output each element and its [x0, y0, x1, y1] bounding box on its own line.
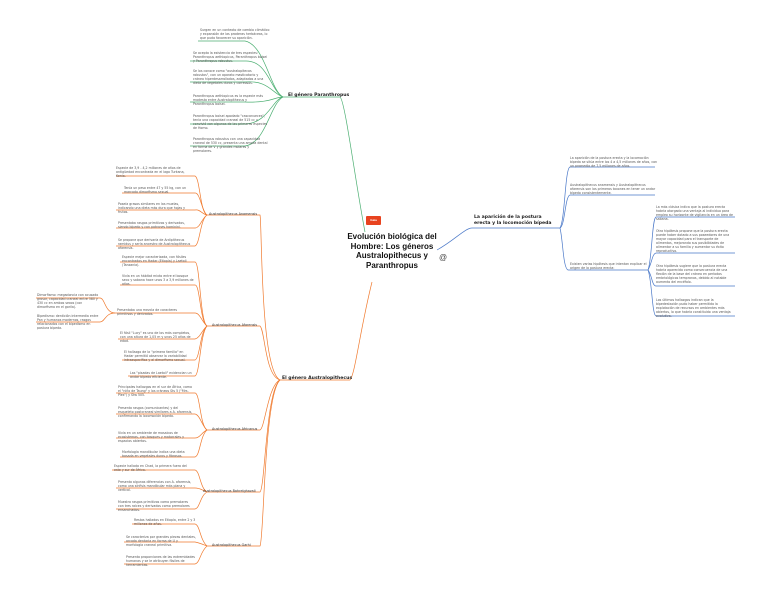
- afarensis-note-4: El fósil "Lucy" es uno de los más comple…: [120, 331, 191, 343]
- branch-australopithecus[interactable]: El género Australopithecus: [282, 376, 353, 381]
- hypothesis-note-3: Otra hipótesis sugiere que la postura er…: [656, 264, 728, 284]
- paranthropus-note-4: Paranthropus aethiopicus es la especie m…: [193, 94, 263, 106]
- bipedalism-note-2: Australopithecus anamensis y Australopit…: [570, 183, 656, 195]
- africanus-note-4: Morfología mandibular indica una dieta b…: [122, 450, 185, 458]
- bahrelghazali-note-2: Presenta algunas diferencias con A. afar…: [118, 480, 192, 492]
- afarensis-note-2: Vivía en un hábitat mixto entre el bosqu…: [122, 274, 194, 286]
- garhi-note-1: Restos hallados en Etiopía, entre 2 y 3 …: [134, 518, 196, 526]
- paranthropus-note-1: Surgen en un contexto de cambio climátic…: [200, 28, 270, 40]
- bahrelghazali-note-1: Especie hallada en Chad, la primera fuer…: [114, 464, 187, 472]
- center-logo-label: Gaia: [370, 218, 377, 222]
- bipedalism-note-1: La aparición de la postura erecta y la l…: [570, 156, 658, 168]
- garhi-note-2: Se caracteriza por grandes piezas dental…: [126, 535, 196, 547]
- afarensis-side-note-1: Dimorfismo: megadoncia con acusado groso…: [37, 293, 99, 309]
- anamensis-note-4: Presentaba rasgos primitivos y derivados…: [118, 221, 185, 229]
- species-bahrelghazali[interactable]: Australopithecus Bahrelghazali: [203, 489, 256, 493]
- central-topic[interactable]: Evolución biológica del Hombre: Los géne…: [347, 232, 437, 270]
- paranthropus-note-5: Paranthropus boisei apodado "cascanueces…: [193, 114, 268, 130]
- africanus-note-3: Vivía en un ambiente de mosaicos de ecos…: [118, 431, 184, 443]
- hypothesis-note-2: Otra hipótesis propone que la postura er…: [656, 229, 730, 253]
- branch-paranthropus[interactable]: El género Paranthropus: [288, 93, 350, 98]
- anamensis-note-5: Se propone que derivaría de Ardipithecus…: [118, 238, 191, 250]
- species-afarensis[interactable]: Australopithecus Afarensis: [212, 323, 258, 327]
- paranthropus-note-6: Paranthropus robustus con una capacidad …: [193, 137, 268, 153]
- bahrelghazali-note-3: Muestra rasgos primitivos como premolare…: [118, 500, 190, 512]
- center-logo: Gaia: [366, 216, 381, 225]
- species-africanus[interactable]: Australopithecus Africanus: [212, 427, 258, 431]
- afarensis-note-3: Presentaba una mezcla de caracteres prim…: [117, 308, 178, 316]
- hypotheses-label[interactable]: Existen varias hipótesis que intentan ex…: [570, 262, 647, 270]
- species-garhi[interactable]: Australopithecus Garhi: [212, 543, 251, 547]
- afarensis-side-note-2: Bipedismo: dentición intermedia entre Pa…: [37, 314, 99, 330]
- hypothesis-note-4: Los últimos hallazgos indican que la bip…: [656, 298, 731, 318]
- link-icon[interactable]: @: [439, 253, 448, 262]
- hypothesis-note-1: La más clásica indica que la postura ere…: [656, 205, 733, 221]
- paranthropus-note-3: Se los conoce como "australopitecos robu…: [193, 69, 264, 85]
- anamensis-note-2: Tenía un peso entre 47 y 55 kg, con un m…: [124, 186, 187, 194]
- branch-bipedalism[interactable]: La aparición de la postura erecta y la l…: [474, 215, 552, 226]
- anamensis-note-3: Poseía grasos similares en las muelas, i…: [118, 202, 186, 214]
- afarensis-note-6: Las "pisadas de Laetoli" evidencian un a…: [130, 371, 192, 379]
- africanus-note-2: Presenta rasgos (comunicantes) y del esq…: [118, 406, 193, 418]
- afarensis-note-1: Especie mejor caracterizada, con fósiles…: [122, 255, 187, 267]
- garhi-note-3: Presenta proporciones de las extremidade…: [126, 555, 195, 567]
- species-anamensis[interactable]: Australopithecus Anamensis: [209, 212, 258, 216]
- afarensis-note-5: El hallazgo de la "primera familia" en H…: [124, 350, 187, 362]
- anamensis-note-1: Especie de 3,9 - 4,2 millones de años de…: [116, 166, 185, 178]
- africanus-note-1: Principales hallazgos en el sur de Áfric…: [118, 385, 192, 397]
- paranthropus-note-2: Se acepta la existencia de tres especies…: [193, 51, 268, 63]
